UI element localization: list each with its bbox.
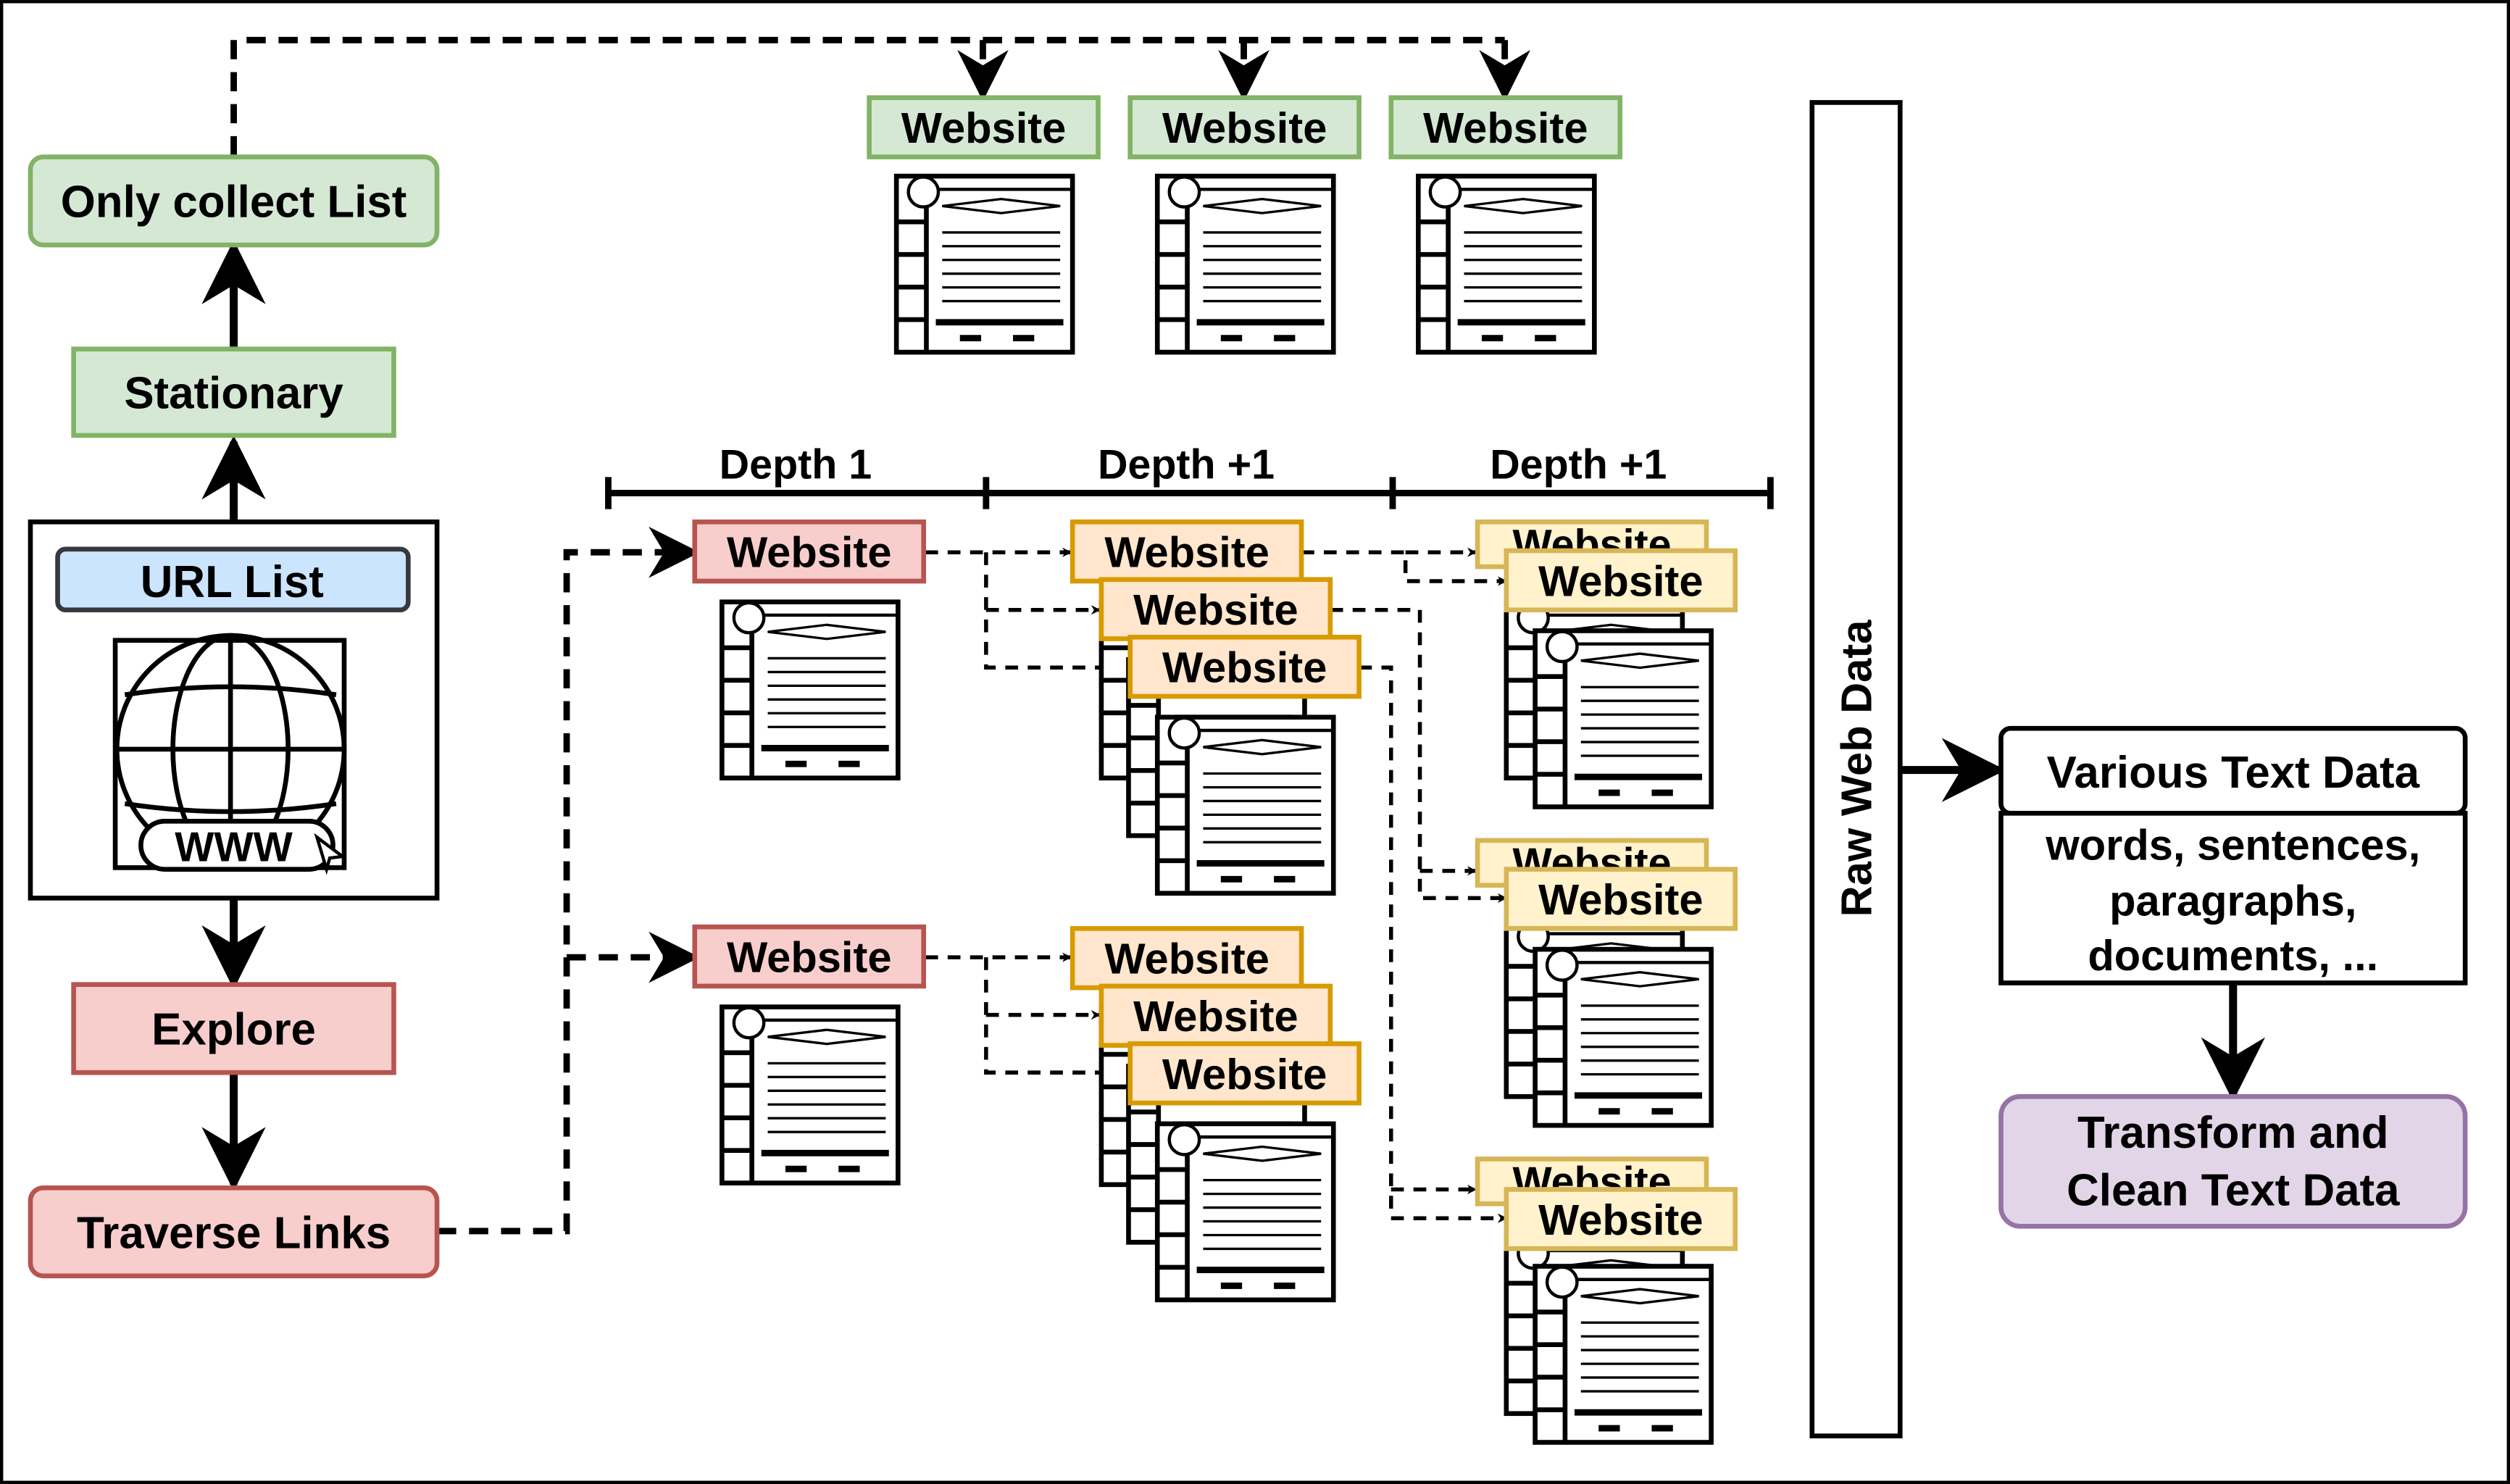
website-depth2-b3: Website [1127,1041,1362,1106]
only-collect-list-box: Only collect List [28,154,440,248]
website-depth1-a-label: Website [727,528,892,577]
website-depth2-a1: Website [1070,519,1304,584]
transform-line-2: Clean Text Data [2067,1166,2400,1216]
website-depth3-front-3: Website [1504,1187,1738,1251]
website-depth2-a3-label: Website [1162,643,1327,692]
website-list-1-label: Website [901,104,1067,152]
depth-label-2: Depth +1 [1098,442,1275,488]
traverse-to-depth1-a [437,526,700,1235]
raw-web-data-label: Raw Web Data [1833,620,1881,917]
explore-box-label: Explore [151,1005,316,1055]
website-depth2-b3-label: Website [1162,1050,1327,1099]
www-label: WWW [175,825,293,871]
raw-web-data-bar: Raw Web Data [1809,100,1903,1438]
website-list-3: Website [1388,95,1623,159]
website-depth2-a2-label: Website [1133,585,1298,634]
output-section: Various Text Data words, sentences, para… [1998,725,2468,1229]
stationary-box-label: Stationary [124,369,343,419]
webpage-icon [1154,173,1336,355]
explore-box: Explore [71,982,396,1075]
url-list-badge [55,546,411,613]
text-examples-line-3: documents, ... [2088,931,2378,980]
boxes: Only collect ListStationaryExploreTraver… [28,95,1738,1279]
depth1-to-depth2-c-1 [984,957,1130,1077]
traverse-links-box: Traverse Links [28,1185,440,1279]
transform-box [1998,1094,2468,1229]
website-depth2-a3: Website [1127,634,1362,699]
url-list-label: URL List [141,557,324,607]
website-depth2-b2: Website [1098,983,1333,1048]
traverse-links-box-label: Traverse Links [77,1208,391,1258]
website-depth3-front-1-label: Website [1538,556,1704,605]
webpage-icon [1416,173,1597,355]
depth2-to-depth3-b [1330,607,1508,904]
website-depth2-b1-label: Website [1104,935,1269,983]
url-list-panel: URL List WWW [28,519,440,901]
webpage-icon [720,599,901,781]
website-depth3-front-3-label: Website [1538,1196,1704,1244]
webpage-icon [1533,628,1714,809]
globe-www-icon: WWW [112,633,347,875]
text-examples-line-1: words, sentences, [2045,820,2420,869]
webpage-icon [1533,1264,1714,1445]
website-depth3-front-2-label: Website [1538,875,1704,924]
list-dashed-line [230,36,1505,156]
depth-label-1: Depth 1 [720,442,872,488]
stationary-box: Stationary [71,346,396,438]
website-list-2-label: Website [1162,104,1327,152]
depth2-to-depth3-c [1359,665,1508,1223]
webpage-icon [720,1004,901,1185]
depth-ruler: Depth 1 Depth +1 Depth +1 [605,442,1774,509]
website-depth2-a2: Website [1098,577,1333,641]
website-depth2-b2-label: Website [1133,992,1298,1041]
website-list-2: Website [1127,95,1362,159]
webpage-icon [1533,946,1714,1128]
text-examples-box [1998,810,2468,985]
connectors [201,36,2265,1235]
webpage-icon [893,173,1075,355]
depth2-to-depth3-a [1301,550,1508,586]
website-depth2-b1: Website [1070,926,1304,991]
webpage-icon [1154,1121,1336,1303]
website-depth1-b-label: Website [727,933,892,982]
website-depth1-b: Website [692,924,927,989]
only-collect-list-box-label: Only collect List [61,178,407,228]
transform-line-1: Transform and [2077,1108,2389,1158]
webpage-icon [1154,714,1336,896]
website-depth2-a1-label: Website [1104,528,1269,577]
website-list-3-label: Website [1423,104,1588,152]
depth-label-3: Depth +1 [1490,442,1667,488]
website-depth3-front-1: Website [1504,548,1738,613]
text-examples-line-2: paragraphs, [2109,877,2356,925]
website-depth3-front-2: Website [1504,867,1738,931]
website-depth1-a: Website [692,519,927,584]
depth1-to-depth2-c-0 [984,552,1130,672]
website-list-1: Website [867,95,1101,159]
various-text-data-label: Various Text Data [2047,748,2420,798]
